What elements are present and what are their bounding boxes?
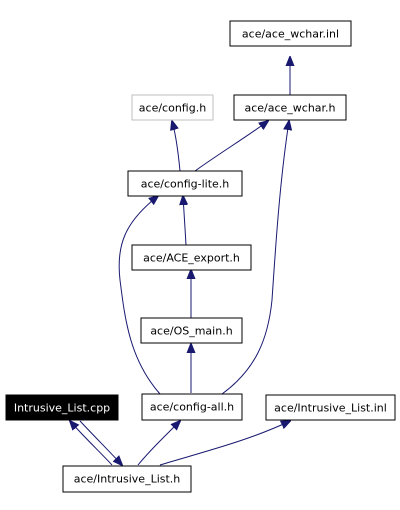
edge-intrusive-list-h-to-intrusive-list-inl (159, 421, 290, 466)
edge-config-lite-h-to-config-h (172, 121, 181, 172)
node-label: ace/OS_main.h (150, 325, 232, 338)
node-label: ace/config.h (139, 102, 206, 115)
node-os-main-h[interactable]: ace/OS_main.h (140, 317, 243, 344)
node-label: ace/Intrusive_List.inl (274, 402, 387, 415)
edge-config-all-h-to-ace-wchar-h (221, 121, 289, 395)
node-label: ace/ace_wchar.inl (242, 28, 339, 41)
node-label: ace/Intrusive_List.h (74, 473, 181, 486)
node-intrusive-list-h[interactable]: ace/Intrusive_List.h (62, 465, 192, 493)
node-label: ace/ace_wchar.h (244, 102, 335, 115)
node-ace-wchar-h[interactable]: ace/ace_wchar.h (233, 94, 347, 121)
edge-intrusive-list-h-to-config-all-h (137, 421, 180, 466)
node-intrusive-list-inl[interactable]: ace/Intrusive_List.inl (265, 394, 396, 421)
edge-intrusive-list-cpp-to-intrusive-list-h (79, 420, 122, 465)
edge-intrusive-list-h-to-intrusive-list-cpp (70, 421, 113, 466)
node-config-all-h[interactable]: ace/config-all.h (141, 393, 243, 421)
node-label: ace/config-all.h (150, 401, 234, 414)
edge-config-lite-h-to-ace-wchar-h (194, 121, 268, 172)
edge-config-all-h-to-config-lite-h (118, 196, 161, 395)
node-config-h[interactable]: ace/config.h (131, 94, 214, 121)
nodes: ace/ace_wchar.inl ace/config.h ace/ace_w… (5, 20, 396, 493)
node-label: Intrusive_List.cpp (14, 402, 110, 415)
node-config-lite-h[interactable]: ace/config-lite.h (127, 170, 243, 197)
node-label: ace/ACE_export.h (143, 252, 240, 265)
edge-ace-export-h-to-config-lite-h (183, 196, 186, 246)
node-ace-export-h[interactable]: ace/ACE_export.h (131, 244, 252, 271)
node-ace-wchar-inl[interactable]: ace/ace_wchar.inl (229, 20, 352, 47)
node-label: ace/config-lite.h (141, 178, 230, 191)
edges (70, 57, 290, 465)
node-intrusive-list-cpp[interactable]: Intrusive_List.cpp (5, 394, 119, 421)
